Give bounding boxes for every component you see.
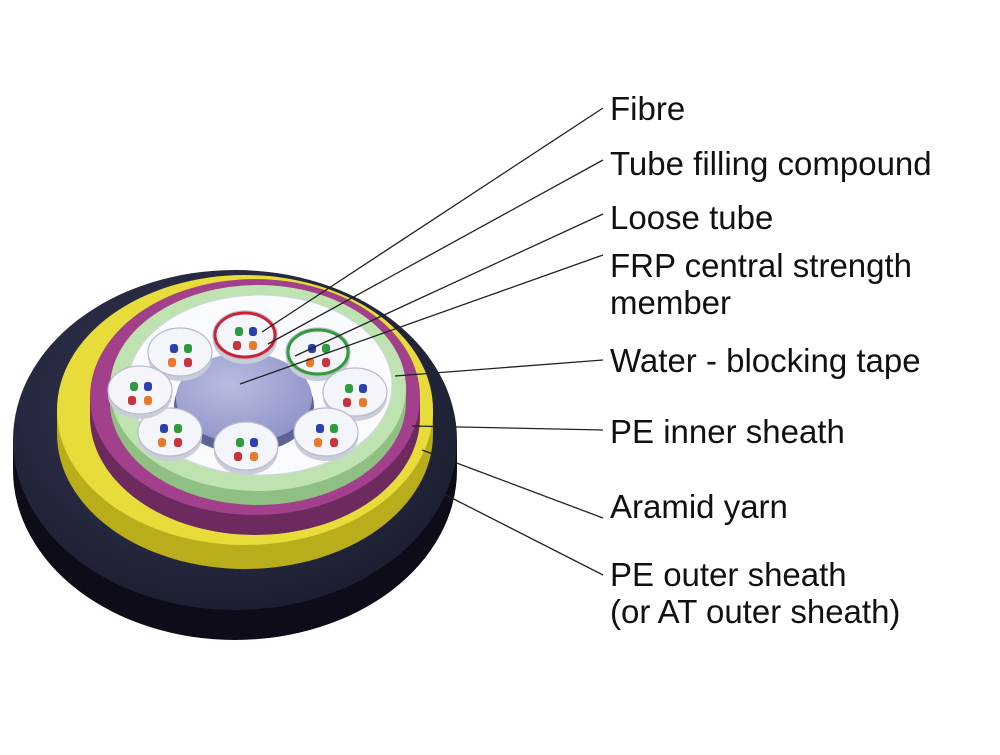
loose-tube-5: [293, 407, 359, 457]
leader-water-blocking-tape: [394, 359, 604, 377]
loose-tube-6-fibre-1: [236, 438, 244, 447]
loose-tube-5-fibre-4: [330, 438, 338, 447]
loose-tube-8-fibre-4: [144, 396, 152, 405]
loose-tube-4-fibre-4: [359, 398, 367, 407]
label-water-blocking-tape: Water - blocking tape: [610, 342, 921, 379]
loose-tube-8-fibre-3: [128, 396, 136, 405]
loose-tube-2-fibre-1: [235, 327, 243, 336]
loose-tube-6-fibre-4: [250, 452, 258, 461]
loose-tube-1-fibre-1: [170, 344, 178, 353]
loose-tube-2-fibre-4: [249, 341, 257, 350]
loose-tube-7-fibre-3: [158, 438, 166, 447]
loose-tube-3: [285, 327, 351, 377]
label-water-blocking-tape-line-1: Water - blocking tape: [610, 342, 921, 379]
label-pe-inner-sheath: PE inner sheath: [610, 413, 845, 450]
label-aramid-yarn: Aramid yarn: [610, 488, 788, 525]
leader-pe-inner-sheath: [411, 425, 604, 431]
loose-tube-2-fibre-2: [249, 327, 257, 336]
loose-tube-5-fibre-3: [314, 438, 322, 447]
loose-tube-3-fibre-2: [322, 344, 330, 353]
label-pe-outer-sheath-line-2: (or AT outer sheath): [610, 593, 901, 630]
leader-frp-central-strength-member: [239, 254, 604, 385]
label-tube-filling-compound-line-1: Tube filling compound: [610, 145, 932, 182]
label-loose-tube: Loose tube: [610, 199, 773, 236]
loose-tube-3-fibre-4: [322, 358, 330, 367]
loose-tube-7-fibre-1: [160, 424, 168, 433]
loose-tube-1: [147, 327, 213, 377]
loose-tube-4-fibre-3: [343, 398, 351, 407]
label-fibre: Fibre: [610, 90, 685, 127]
label-pe-inner-sheath-line-1: PE inner sheath: [610, 413, 845, 450]
label-frp-line-2: member: [610, 284, 732, 321]
loose-tube-5-fibre-1: [316, 424, 324, 433]
frp-central-member: [176, 353, 312, 443]
loose-tube-3-highlight-ring: [286, 328, 350, 376]
loose-tube-1-fibre-2: [184, 344, 192, 353]
leader-aramid-yarn: [421, 449, 604, 519]
loose-tube-7-fibre-4: [174, 438, 182, 447]
loose-tube-2: [212, 310, 278, 360]
loose-tube-1-fibre-4: [184, 358, 192, 367]
label-frp-line-1: FRP central strength: [610, 247, 913, 284]
loose-tube-4-fibre-1: [345, 384, 353, 393]
loose-tube-6: [213, 421, 279, 471]
label-loose-tube-line-1: Loose tube: [610, 199, 774, 236]
loose-tube-4: [322, 367, 388, 417]
loose-tube-2-fibre-3: [233, 341, 241, 350]
loose-tube-1-fibre-3: [168, 358, 176, 367]
loose-tube-5-fibre-2: [330, 424, 338, 433]
loose-tube-7: [137, 407, 203, 457]
loose-tube-6-fibre-2: [250, 438, 258, 447]
leader-pe-outer-sheath: [439, 491, 604, 576]
label-pe-outer-sheath: PE outer sheath (or AT outer sheath): [610, 556, 900, 630]
leader-tube-filling-compound: [267, 159, 604, 345]
loose-tube-8-fibre-1: [130, 382, 138, 391]
leader-loose-tube: [294, 213, 604, 357]
loose-tube-8: [107, 365, 173, 415]
label-frp-central-strength-member: FRP central strength member: [610, 247, 912, 321]
loose-tube-8-fibre-2: [144, 382, 152, 391]
leader-fibre: [261, 107, 604, 333]
label-aramid-yarn-line-1: Aramid yarn: [610, 488, 788, 525]
loose-tube-2-highlight-ring: [213, 311, 277, 359]
label-pe-outer-sheath-line-1: PE outer sheath: [610, 556, 847, 593]
loose-tube-7-fibre-2: [174, 424, 182, 433]
label-fibre-line-1: Fibre: [610, 90, 686, 127]
label-tube-filling-compound: Tube filling compound: [610, 145, 932, 182]
loose-tube-6-fibre-3: [234, 452, 242, 461]
loose-tube-4-fibre-2: [359, 384, 367, 393]
